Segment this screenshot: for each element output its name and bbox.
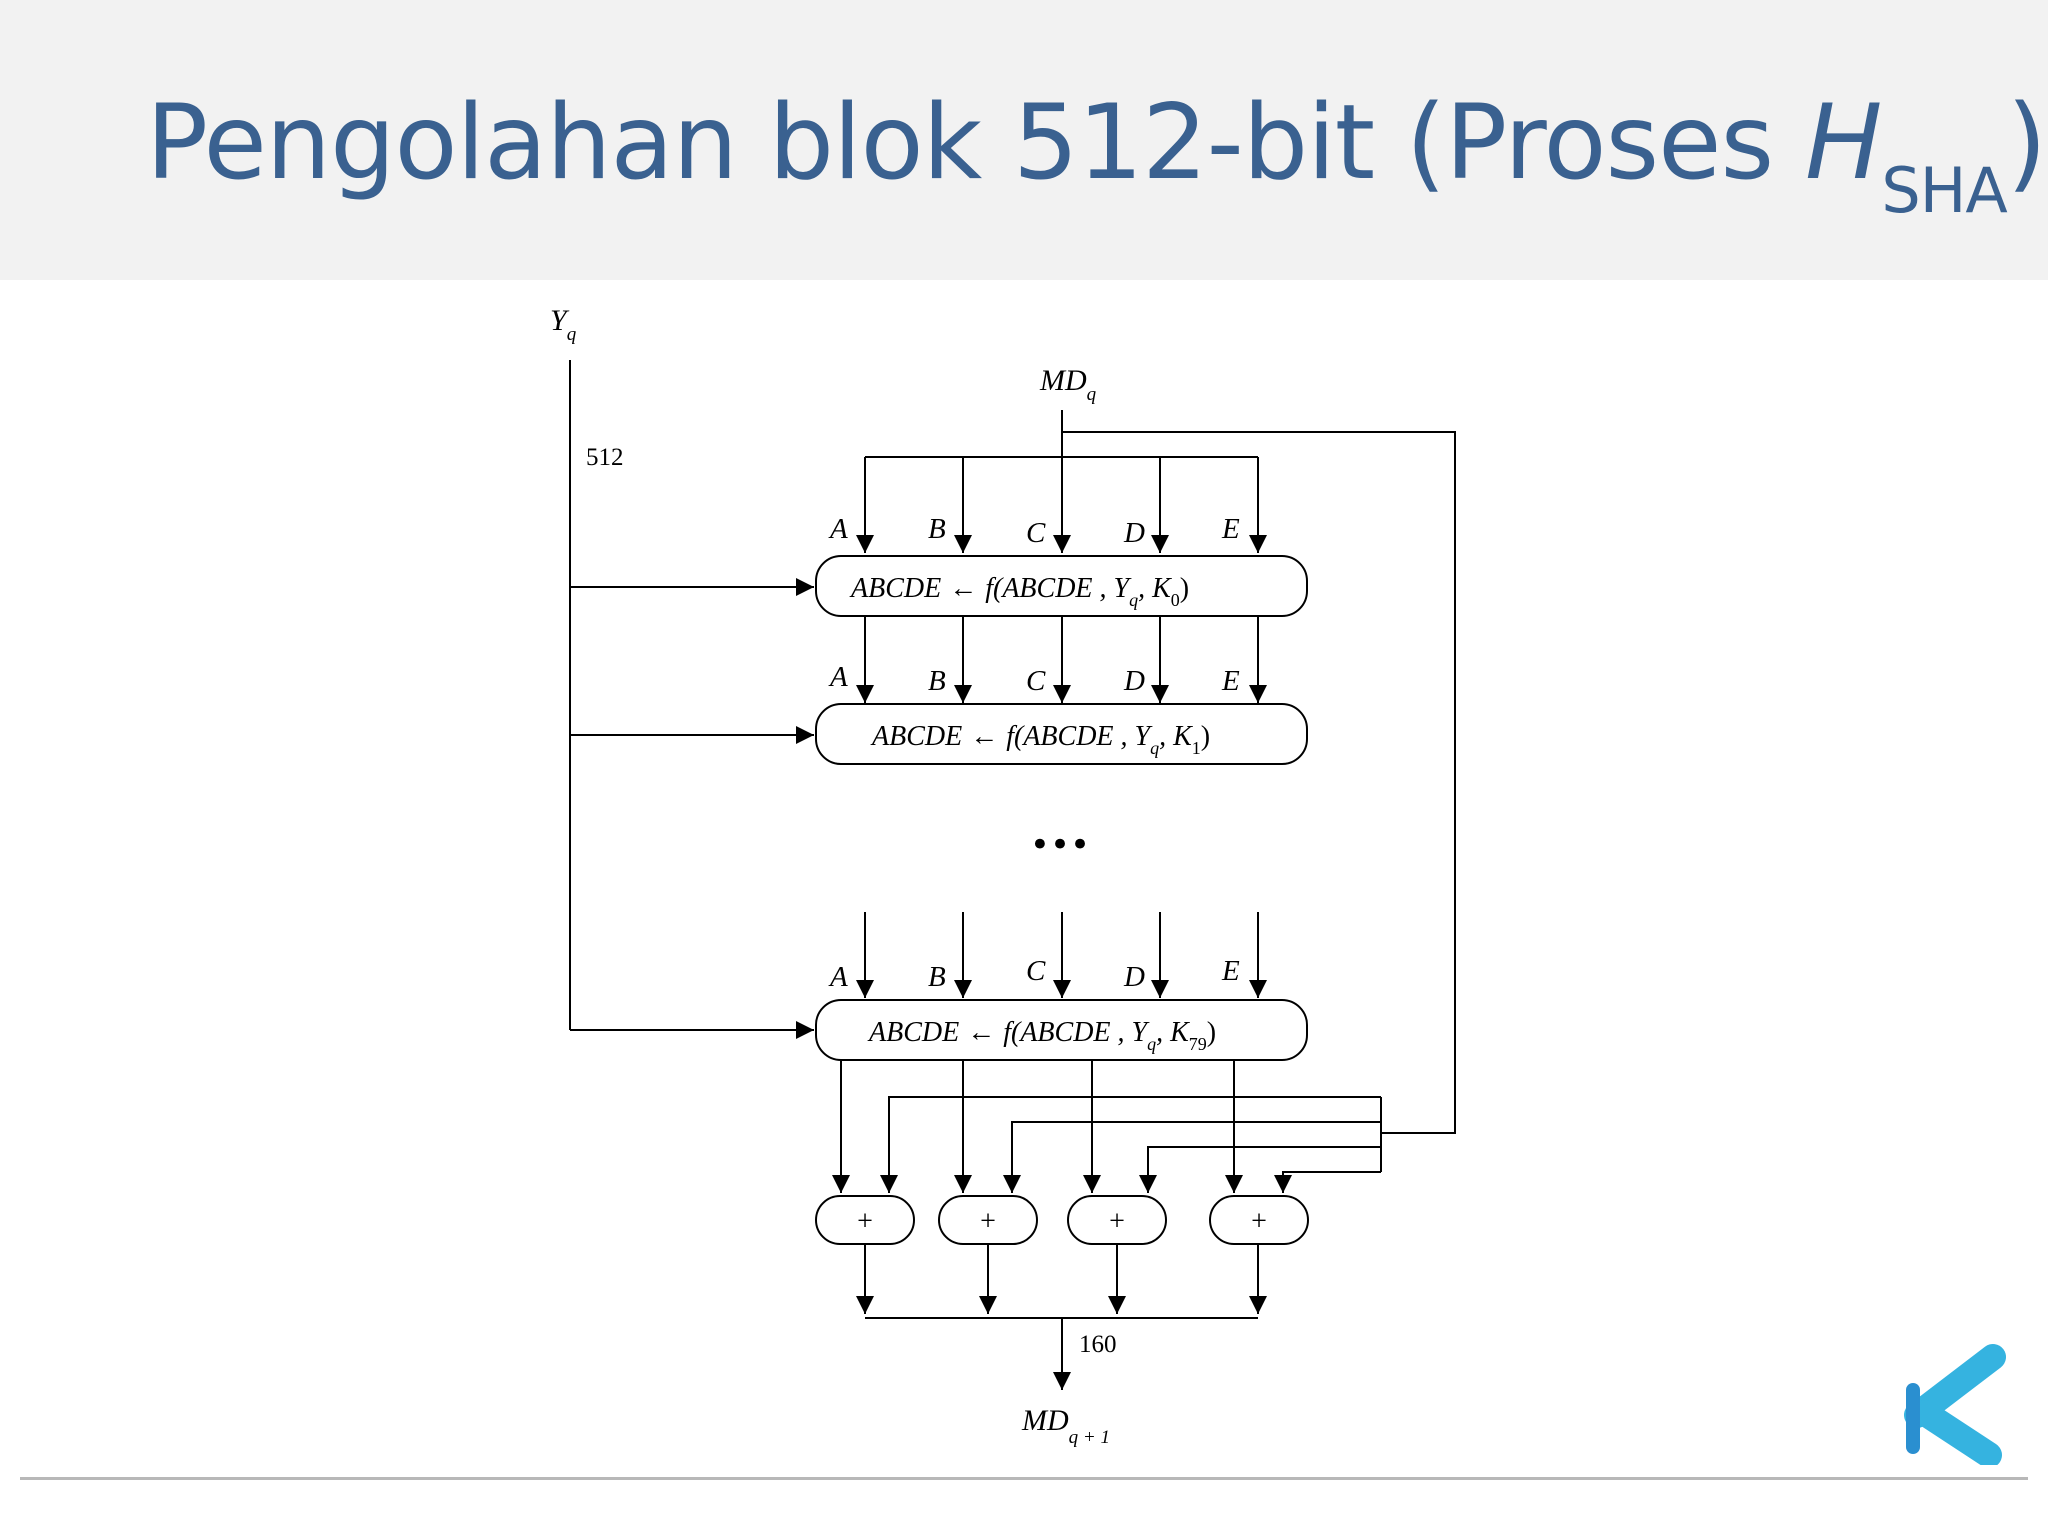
- stage-1-formula: ABCDE←f(ABCDE , Yq, K1): [870, 721, 1210, 758]
- blue-k-logo-icon: [1904, 1344, 2006, 1465]
- ff-to-adder-1: [880, 1096, 1381, 1193]
- title-bar: Pengolahan blok 512-bit (Proses HSHA): [0, 0, 2048, 280]
- label-md-q-plus-1: MDq + 1: [1021, 1404, 1110, 1448]
- reg-label-e-79: E: [1221, 955, 1240, 987]
- reg-label-b-1: B: [928, 665, 946, 697]
- reg-label-b-79: B: [928, 961, 946, 993]
- adder-1-plus: +: [857, 1206, 873, 1237]
- reg-label-a-0: A: [828, 513, 848, 545]
- adder-3-plus: +: [1109, 1206, 1125, 1237]
- reg-label-e-1: E: [1221, 665, 1240, 697]
- reg-label-a-79: A: [828, 961, 848, 993]
- stage-0-formula: ABCDE←f(ABCDE , Yq, K0): [849, 573, 1189, 610]
- reg-label-e-0: E: [1221, 513, 1240, 545]
- title-close: ): [2006, 83, 2047, 203]
- label-512: 512: [586, 444, 624, 471]
- title-text: Pengolahan blok 512-bit (Proses: [146, 83, 1805, 203]
- label-yq: Yq: [550, 304, 577, 345]
- reg-label-c-0: C: [1026, 517, 1046, 549]
- reg-label-c-79: C: [1026, 955, 1046, 987]
- reg-label-b-0: B: [928, 513, 946, 545]
- adder-2-plus: +: [980, 1206, 996, 1237]
- feedforward-loop-line: [1062, 431, 1456, 1134]
- reg-label-c-1: C: [1026, 665, 1046, 697]
- title-subscript: SHA: [1881, 154, 2007, 227]
- stage-79-formula: ABCDE←f(ABCDE , Yq, K79): [867, 1017, 1216, 1054]
- stage-79-box: [815, 999, 1308, 1061]
- ff-to-adder-3: [1139, 1146, 1381, 1193]
- reg-label-d-0: D: [1123, 517, 1145, 549]
- slide-title: Pengolahan blok 512-bit (Proses HSHA): [146, 82, 2047, 227]
- label-mdq: MDq: [1039, 364, 1097, 405]
- ff-to-adder-2: [1003, 1121, 1381, 1193]
- stages-ellipsis: •••: [1030, 825, 1090, 865]
- stage-1-box: [815, 703, 1308, 765]
- label-160: 160: [1079, 1331, 1117, 1358]
- reg-label-d-1: D: [1123, 665, 1145, 697]
- footer-divider: [20, 1477, 2028, 1480]
- adder-4-plus: +: [1251, 1206, 1267, 1237]
- title-variable: H: [1804, 83, 1882, 203]
- reg-label-d-79: D: [1123, 961, 1145, 993]
- ff-to-adder-4: [1274, 1171, 1381, 1193]
- reg-label-a-1: A: [828, 661, 848, 693]
